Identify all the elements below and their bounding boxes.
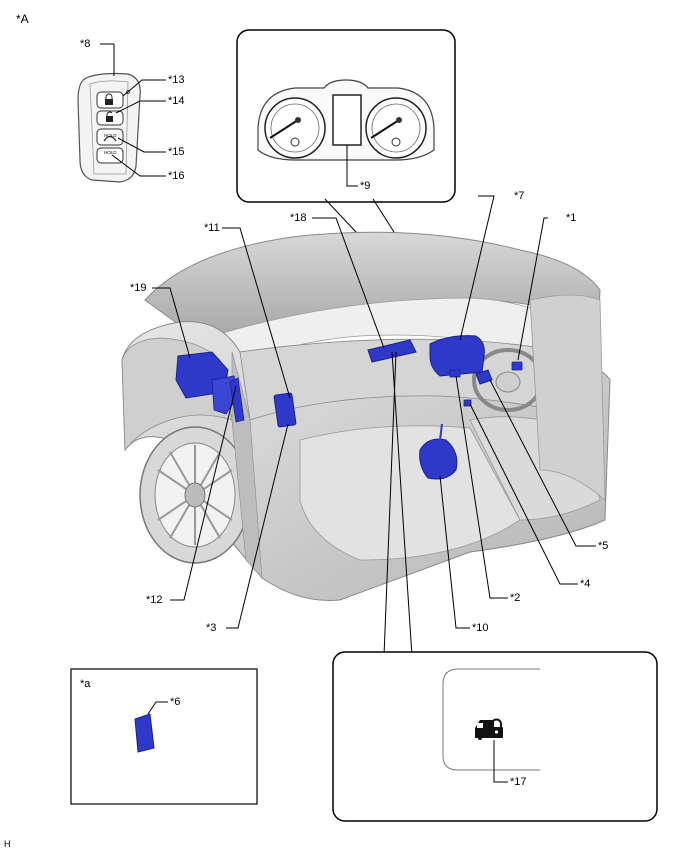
component-1 bbox=[511, 361, 523, 371]
component-10 bbox=[419, 438, 458, 480]
component-18 bbox=[367, 339, 417, 363]
security-indicator-icon bbox=[475, 718, 503, 740]
callout-18: *18 bbox=[290, 212, 307, 224]
callout-6: *6 bbox=[170, 696, 181, 708]
callout-16: *16 bbox=[168, 170, 185, 182]
component-2 bbox=[449, 369, 461, 378]
component-12 bbox=[229, 377, 245, 423]
inset-a-label: *a bbox=[80, 678, 91, 690]
key-leader-lines bbox=[100, 43, 166, 177]
callout-14: *14 bbox=[168, 95, 185, 107]
callout-7: *7 bbox=[514, 190, 525, 202]
smart-key: HOLD HOLD bbox=[77, 72, 141, 183]
callout-2: *2 bbox=[510, 592, 521, 604]
callout-4: *4 bbox=[580, 578, 591, 590]
key-hold-text-2: HOLD bbox=[104, 150, 117, 155]
inset-a bbox=[70, 668, 258, 805]
callout-13: *13 bbox=[168, 74, 185, 86]
footer-code: H bbox=[4, 839, 11, 849]
callout-10: *10 bbox=[472, 622, 489, 634]
view-label: *A bbox=[16, 12, 29, 26]
multi-info-display bbox=[332, 94, 362, 146]
meter-inset bbox=[236, 29, 456, 203]
callout-17: *17 bbox=[510, 776, 527, 788]
callout-9: *9 bbox=[360, 180, 371, 192]
highlighted-components bbox=[175, 335, 523, 480]
component-5 bbox=[475, 369, 493, 385]
callout-11: *11 bbox=[204, 222, 220, 234]
indicator-inset bbox=[332, 651, 658, 822]
key-hold-button bbox=[96, 147, 124, 164]
component-6 bbox=[134, 713, 155, 753]
main-leader-lines bbox=[152, 195, 596, 657]
callout-1: *1 bbox=[566, 212, 577, 224]
callout-5: *5 bbox=[598, 540, 609, 552]
callout-15: *15 bbox=[168, 146, 185, 158]
callout-3: *3 bbox=[206, 622, 217, 634]
component-3 bbox=[273, 392, 297, 428]
component-7 bbox=[429, 335, 485, 377]
key-hold-text-1: HOLD bbox=[104, 133, 117, 138]
vehicle-cutaway bbox=[121, 231, 611, 601]
callout-8: *8 bbox=[80, 38, 91, 50]
component-4 bbox=[463, 399, 472, 407]
callout-12: *12 bbox=[146, 594, 163, 606]
callout-19: *19 bbox=[130, 282, 147, 294]
